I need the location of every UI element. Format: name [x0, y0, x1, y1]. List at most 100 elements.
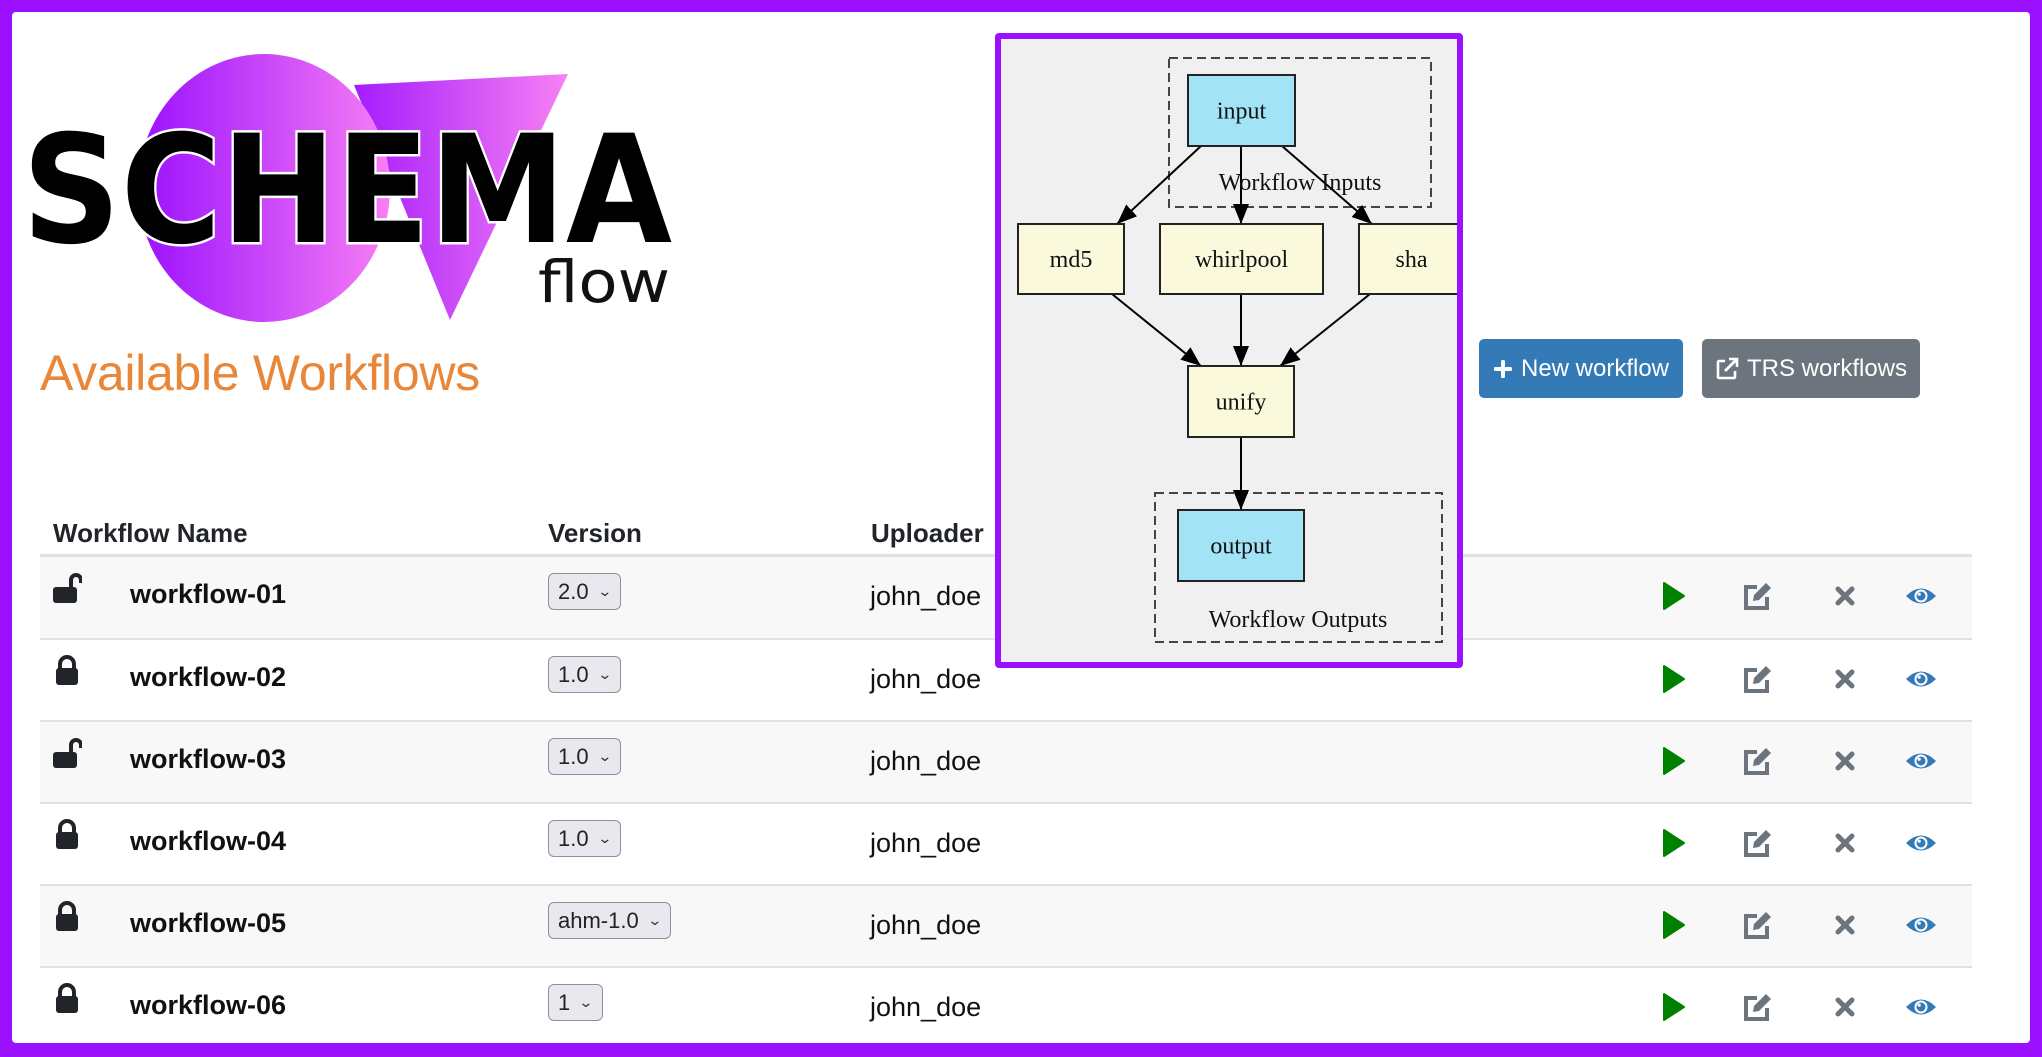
- lock-icon[interactable]: [52, 655, 82, 687]
- column-header-uploader: Uploader: [871, 518, 984, 548]
- node-input[interactable]: [1187, 74, 1296, 147]
- version-value: 2.0: [558, 578, 589, 604]
- play-icon: [1655, 582, 1689, 617]
- cluster-inputs: [1168, 57, 1432, 208]
- view-workflow-button[interactable]: [1904, 662, 1938, 696]
- lock-icon[interactable]: [52, 901, 82, 933]
- edit-icon: [1740, 666, 1774, 700]
- run-workflow-button[interactable]: [1655, 662, 1689, 696]
- close-icon: [1828, 669, 1862, 700]
- edit-workflow-button[interactable]: [1740, 662, 1774, 696]
- page-frame: SCHEMA flow Available Workflows New work…: [12, 12, 2030, 1043]
- view-workflow-button[interactable]: [1904, 826, 1938, 860]
- play-icon: [1655, 747, 1689, 782]
- eye-icon: [1904, 588, 1938, 617]
- play-icon: [1655, 993, 1689, 1028]
- chevron-down-icon: ⌄: [596, 583, 613, 599]
- delete-workflow-button[interactable]: [1828, 662, 1862, 696]
- chevron-down-icon: ⌄: [596, 830, 613, 846]
- version-value: ahm-1.0: [558, 907, 639, 933]
- view-workflow-button[interactable]: [1904, 908, 1938, 942]
- close-icon: [1828, 833, 1862, 864]
- new-workflow-label: New workflow: [1520, 354, 1670, 382]
- unlock-icon[interactable]: [52, 737, 83, 769]
- workflow-name: workflow-04: [130, 826, 287, 856]
- close-icon: [1828, 915, 1862, 946]
- unlock-icon[interactable]: [52, 572, 83, 604]
- close-icon: [1828, 997, 1862, 1028]
- version-select[interactable]: 1.0⌄: [548, 656, 622, 693]
- logo-triangle: [354, 74, 568, 320]
- logo-sub-text: flow: [538, 248, 670, 316]
- chevron-down-icon: ⌄: [596, 748, 613, 764]
- edit-workflow-button[interactable]: [1740, 579, 1774, 613]
- lock-icon[interactable]: [52, 819, 82, 851]
- version-select[interactable]: ahm-1.0 ⌄: [548, 902, 672, 939]
- workflow-name: workflow-03: [130, 744, 287, 774]
- node-label-sha: sha: [1396, 247, 1428, 273]
- run-workflow-button[interactable]: [1655, 744, 1689, 778]
- chevron-down-icon: ⌄: [578, 994, 594, 1010]
- page-title: Available Workflows: [40, 345, 480, 401]
- version-value: 1: [558, 989, 571, 1015]
- edge-sha-unify: [1279, 293, 1371, 367]
- delete-workflow-button[interactable]: [1828, 826, 1862, 860]
- delete-workflow-button[interactable]: [1828, 908, 1862, 942]
- node-label-unify: unify: [1216, 390, 1267, 416]
- delete-workflow-button[interactable]: [1828, 579, 1862, 613]
- version-select[interactable]: 1.0 ⌄: [548, 738, 622, 775]
- chevron-down-icon: ⌄: [646, 912, 663, 928]
- trs-workflows-button[interactable]: TRS workflows: [1702, 339, 1920, 398]
- edit-icon: [1740, 748, 1774, 782]
- edit-workflow-button[interactable]: [1740, 908, 1774, 942]
- workflow-name: workflow-01: [130, 579, 287, 609]
- cluster-label-inputs: Workflow Inputs: [1219, 170, 1382, 196]
- view-workflow-button[interactable]: [1904, 990, 1938, 1024]
- delete-workflow-button[interactable]: [1828, 990, 1862, 1024]
- view-workflow-button[interactable]: [1904, 744, 1938, 778]
- chevron-down-icon: ⌄: [596, 666, 613, 682]
- edit-workflow-button[interactable]: [1740, 990, 1774, 1024]
- node-label-output: output: [1210, 534, 1272, 560]
- close-icon: [1828, 586, 1862, 617]
- node-md5[interactable]: [1017, 223, 1125, 295]
- version-value: 1.0: [558, 743, 589, 769]
- workflow-name: workflow-06: [130, 990, 287, 1020]
- edit-workflow-button[interactable]: [1740, 826, 1774, 860]
- close-icon: [1828, 751, 1862, 782]
- version-select[interactable]: 1.0⌄: [548, 820, 622, 857]
- uploader: john_doe: [870, 664, 982, 694]
- lock-icon[interactable]: [52, 983, 82, 1015]
- run-workflow-button[interactable]: [1655, 908, 1689, 942]
- schema-flow-logo: SCHEMA flow: [20, 54, 675, 322]
- delete-workflow-button[interactable]: [1828, 744, 1862, 778]
- uploader: john_doe: [870, 910, 982, 940]
- node-unify[interactable]: [1187, 365, 1295, 438]
- play-icon: [1655, 829, 1689, 864]
- new-workflow-button[interactable]: New workflow: [1479, 339, 1683, 398]
- cluster-label-outputs: Workflow Outputs: [1209, 607, 1388, 633]
- node-output[interactable]: [1177, 509, 1305, 582]
- node-whirlpool[interactable]: [1159, 223, 1324, 295]
- run-workflow-button[interactable]: [1655, 579, 1689, 613]
- version-select[interactable]: 2.0 ⌄: [548, 573, 622, 610]
- run-workflow-button[interactable]: [1655, 990, 1689, 1024]
- edge-input-md5: [1116, 145, 1202, 225]
- view-workflow-button[interactable]: [1904, 579, 1938, 613]
- edge-input-sha: [1281, 145, 1373, 225]
- play-icon: [1655, 911, 1689, 946]
- cluster-outputs: [1154, 492, 1443, 643]
- edit-workflow-button[interactable]: [1740, 744, 1774, 778]
- edit-icon: [1740, 583, 1774, 617]
- run-workflow-button[interactable]: [1655, 826, 1689, 860]
- column-header-workflow-name: Workflow Name: [53, 518, 248, 548]
- eye-icon: [1904, 917, 1938, 946]
- node-sha[interactable]: [1358, 223, 1457, 295]
- node-label-whirlpool: whirlpool: [1195, 247, 1289, 273]
- version-select[interactable]: 1⌄: [548, 984, 603, 1021]
- edit-icon: [1740, 830, 1774, 864]
